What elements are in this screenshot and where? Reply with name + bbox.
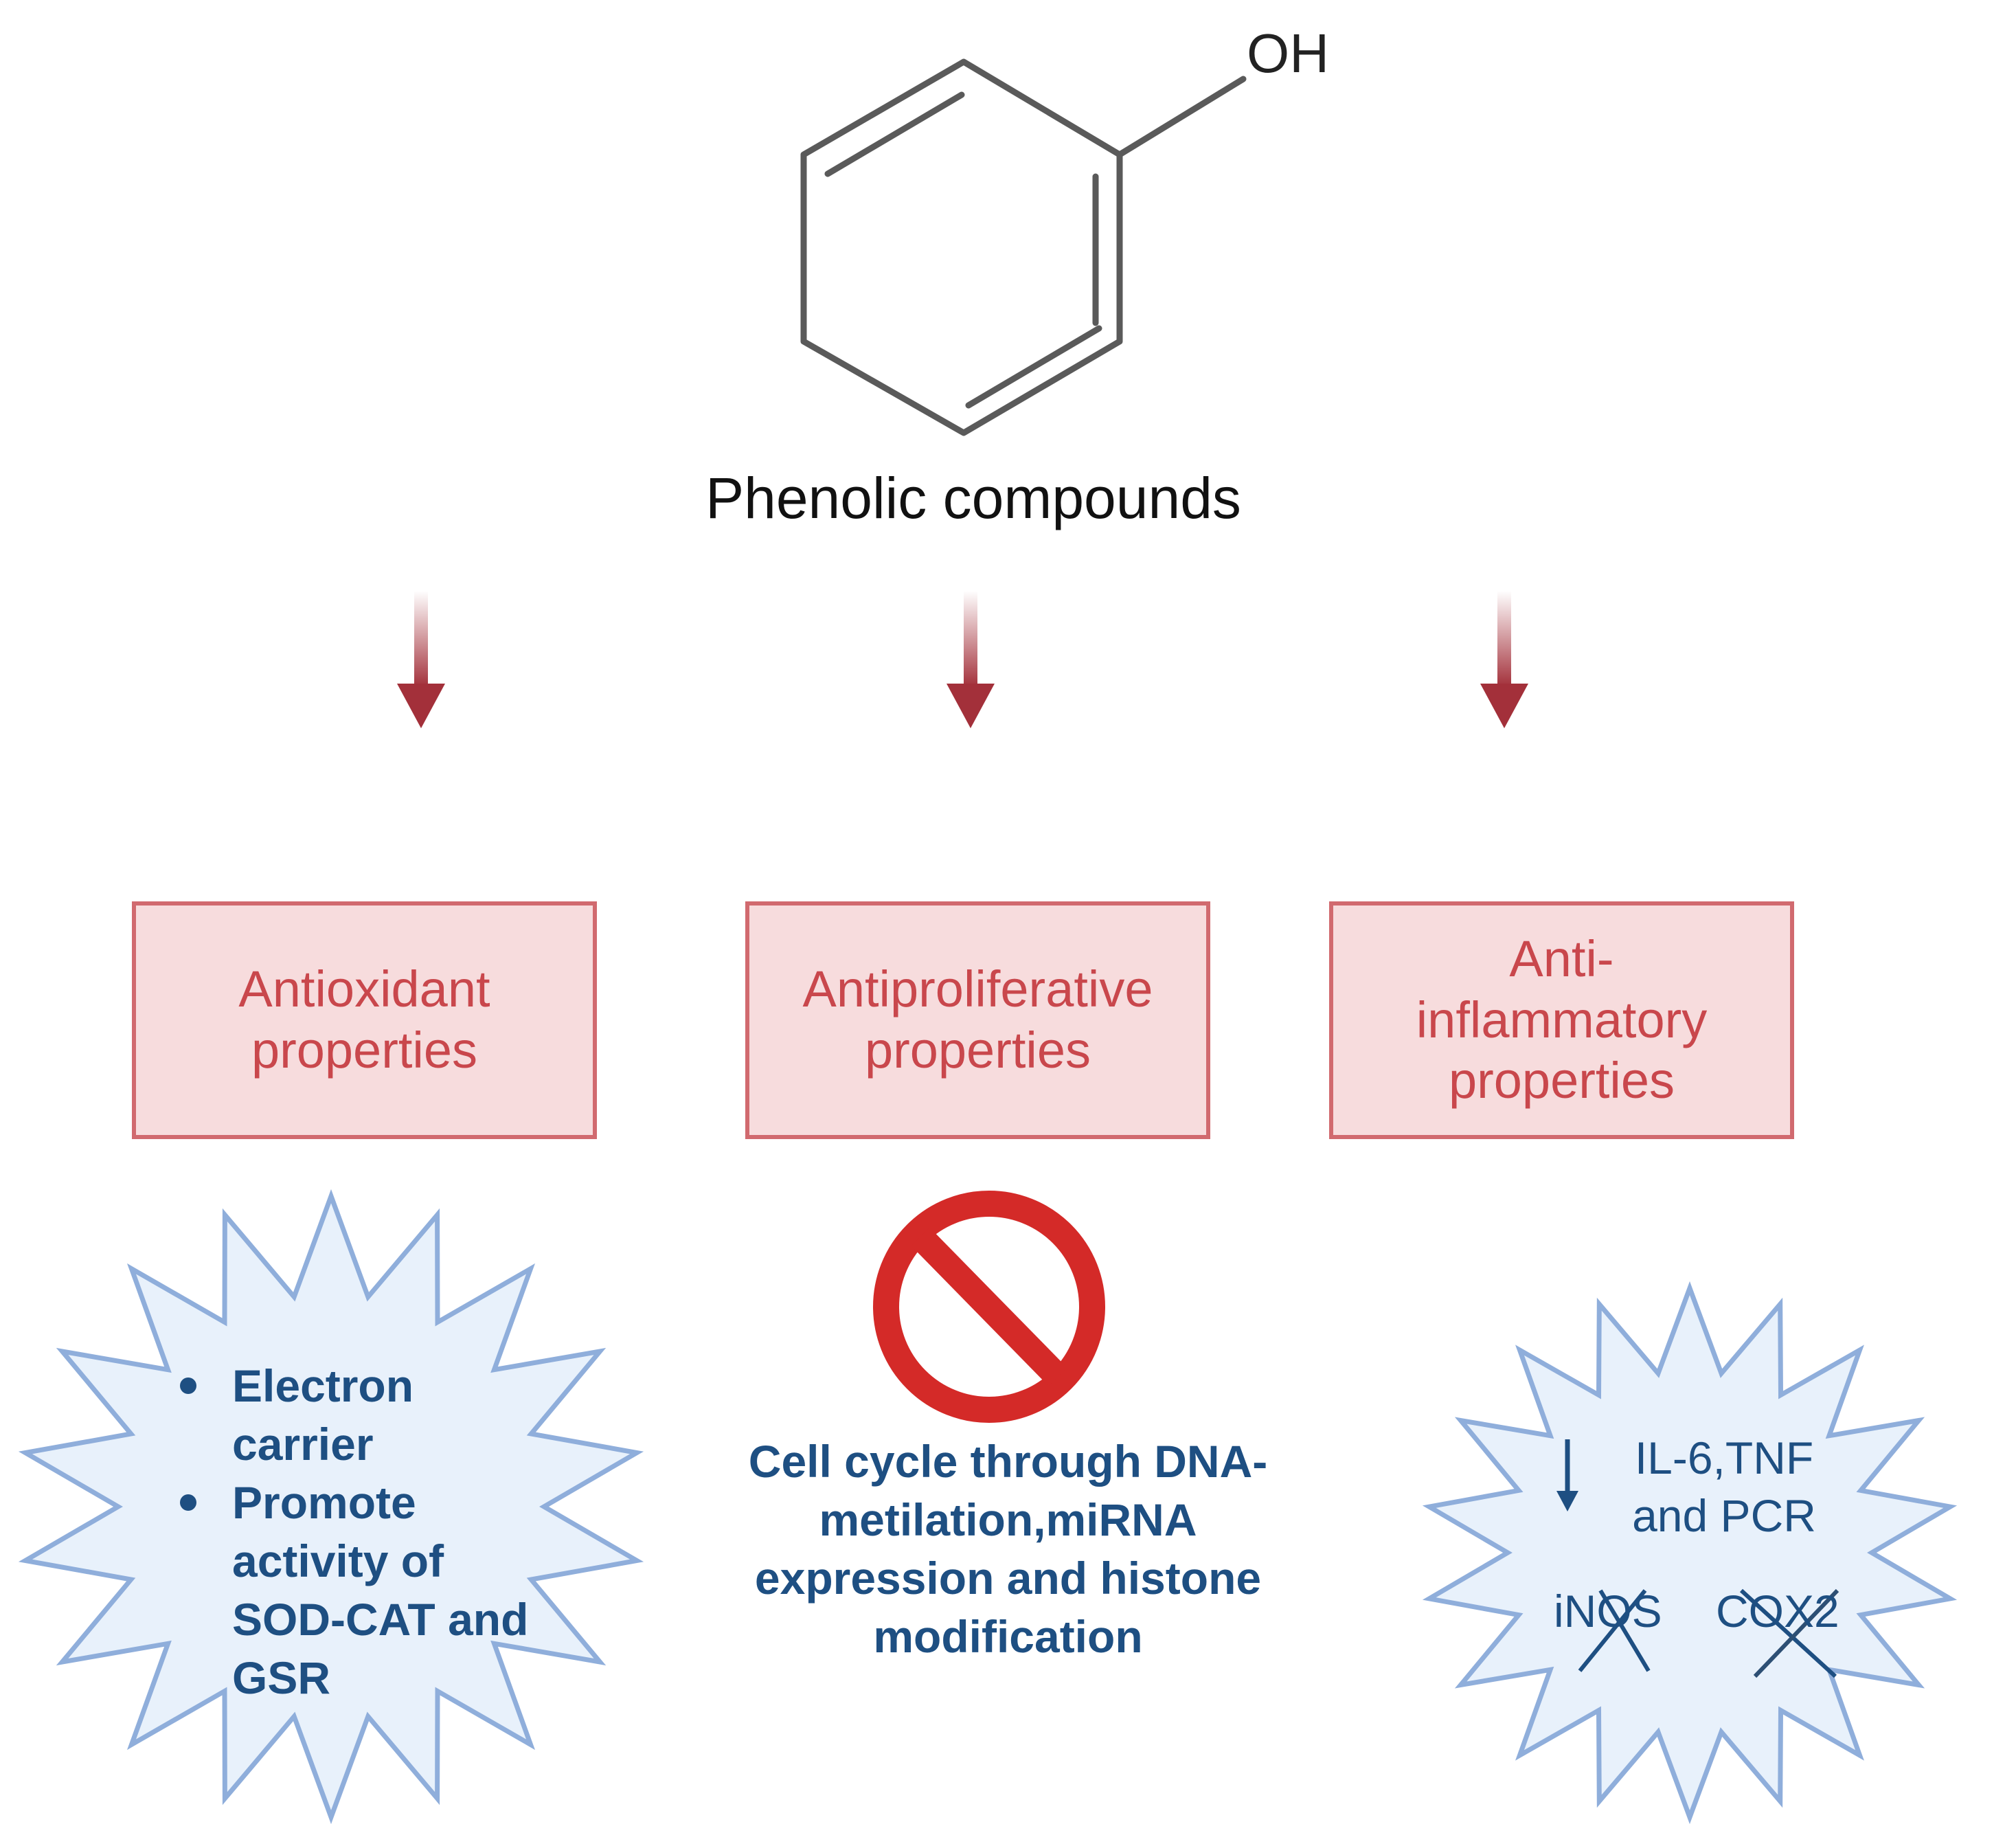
inos-label: iNOS: [1554, 1586, 1662, 1637]
prohibited-icon: [873, 1191, 1105, 1423]
anti-inflammatory-label-line-1: Anti-: [1509, 930, 1614, 987]
hydroxyl-bond: [1116, 76, 1247, 158]
bullet-line: GSR: [232, 1652, 331, 1703]
bullet-line: carrier: [232, 1419, 374, 1470]
bullet-line: Promote: [232, 1477, 416, 1528]
ring-inner-bond-3: [965, 325, 1102, 409]
cell-cycle-line: expression and histone: [754, 1553, 1262, 1604]
starburst-anti-inflammatory: [1422, 1281, 1958, 1825]
cytokine-line: IL-6,TNF: [1634, 1432, 1814, 1483]
cox2-label: COX2: [1716, 1586, 1839, 1637]
anti-inflammatory-label-line-2: inflammatory: [1416, 991, 1708, 1048]
cytokine-text: IL-6,TNF and PCR: [1621, 1429, 1827, 1544]
antiproliferative-label-line-2: properties: [864, 1022, 1091, 1079]
diagram-title: Phenolic compounds: [705, 466, 1241, 530]
inos-cross-icon: [1578, 1589, 1651, 1672]
antiproliferative-box: Antiproliferative properties: [745, 901, 1210, 1139]
cell-cycle-line: modification: [873, 1611, 1143, 1662]
cell-cycle-line: metilation,miRNA: [819, 1494, 1197, 1545]
down-arrow-icon: [1556, 1439, 1578, 1511]
arrow-down-icon-3: [1480, 591, 1528, 728]
starburst-antioxidant: [18, 1189, 644, 1825]
bullet-dot-icon: [180, 1494, 196, 1511]
bullet-line: Electron: [232, 1360, 414, 1411]
bullet-line: activity of: [232, 1536, 444, 1586]
antiproliferative-label-line-1: Antiproliferative: [802, 960, 1153, 1018]
phenol-structure-icon: [800, 58, 1247, 436]
cox2-cross-icon: [1739, 1588, 1839, 1678]
bullet-item: Electron carrier: [173, 1357, 558, 1474]
cell-cycle-text: Cell cycle through DNA- metilation,miRNA…: [718, 1432, 1298, 1666]
cytokine-line: and PCR: [1632, 1490, 1816, 1541]
ring-inner-bond-1: [824, 91, 965, 177]
antioxidant-label-line-1: Antioxidant: [238, 960, 490, 1018]
bullet-item: Promote activity of SOD-CAT and GSR: [173, 1474, 558, 1707]
cell-cycle-line: Cell cycle through DNA-: [748, 1436, 1268, 1487]
bullet-dot-icon: [180, 1377, 196, 1394]
antioxidant-bullet-list: Electron carrier Promote activity of SOD…: [173, 1357, 558, 1707]
antioxidant-box: Antioxidant properties: [132, 901, 597, 1139]
anti-inflammatory-box: Anti- inflammatory properties: [1329, 901, 1794, 1139]
bullet-line: SOD-CAT and: [232, 1594, 529, 1645]
arrow-down-icon-1: [397, 591, 445, 728]
arrow-down-icon-2: [947, 591, 995, 728]
hydroxyl-label: OH: [1247, 23, 1329, 84]
anti-inflammatory-label-line-3: properties: [1448, 1052, 1675, 1110]
antioxidant-label-line-2: properties: [251, 1022, 478, 1079]
benzene-ring: [800, 58, 1123, 436]
